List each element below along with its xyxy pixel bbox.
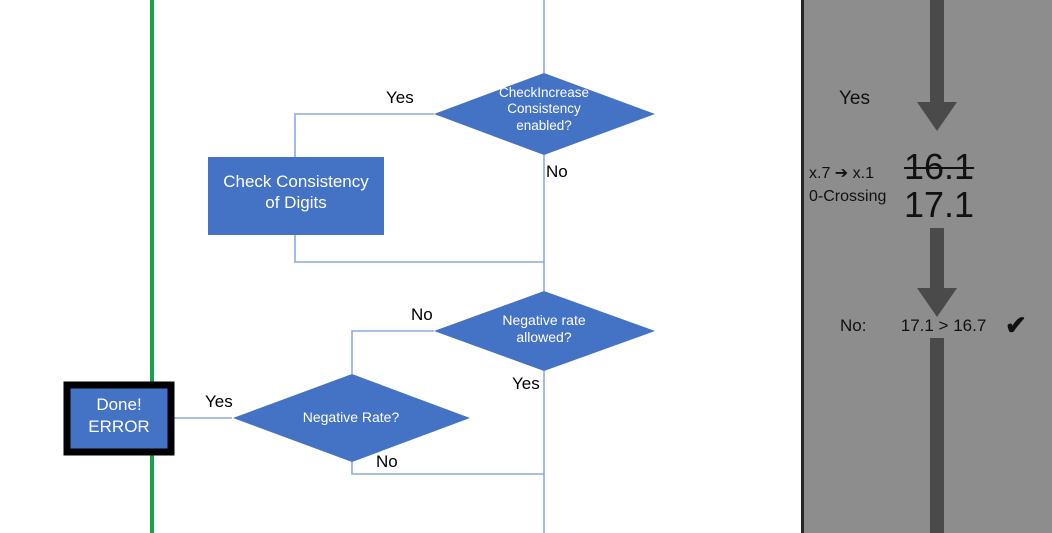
checkmark-icon: ✔: [1005, 310, 1027, 340]
panel-no-label: No:: [840, 316, 867, 335]
connector-negrate-allowed-no: [351, 330, 434, 374]
decision-negative-rate-allowed[interactable]: [434, 291, 655, 371]
connector-negative-rate-no: [351, 462, 544, 475]
panel-comparison-row: No: 17.1 > 16.7 ✔: [840, 310, 1027, 340]
down-arrow-icon-top: [917, 0, 957, 131]
panel-value-new: 17.1: [904, 183, 975, 225]
down-arrow-shaft-bottom: [930, 338, 944, 533]
panel-yes-label: Yes: [839, 88, 870, 109]
terminator-done-error[interactable]: [63, 381, 175, 456]
down-arrow-icon-middle: [917, 228, 957, 317]
panel-value-stack: 16.1 17.1: [904, 148, 974, 224]
connector-yes-to-check-consistency: [294, 113, 434, 157]
connector-check-consistency-return: [294, 235, 544, 263]
flowchart-canvas: CheckIncrease Consistency enabled? Check…: [63, 0, 655, 533]
panel-rule-line-2: 0-Crossing: [809, 187, 887, 205]
decision-negative-rate[interactable]: [233, 374, 470, 462]
annotation-panel: Yes x.7 ➔ x.1 0-Crossing 16.1 17.1 No: 1…: [801, 0, 1052, 533]
decision-check-increase-consistency[interactable]: [434, 73, 655, 155]
flowchart-graphics: [63, 0, 655, 533]
panel-comparison-expression: 17.1 > 16.7: [900, 316, 987, 335]
process-check-consistency-of-digits[interactable]: [208, 157, 384, 235]
panel-value-old: 16.1: [904, 146, 975, 187]
panel-rule-line-1: x.7 ➔ x.1: [809, 165, 874, 182]
panel-arrows: [917, 0, 957, 533]
panel-rule-lines: x.7 ➔ x.1 0-Crossing: [809, 163, 886, 208]
